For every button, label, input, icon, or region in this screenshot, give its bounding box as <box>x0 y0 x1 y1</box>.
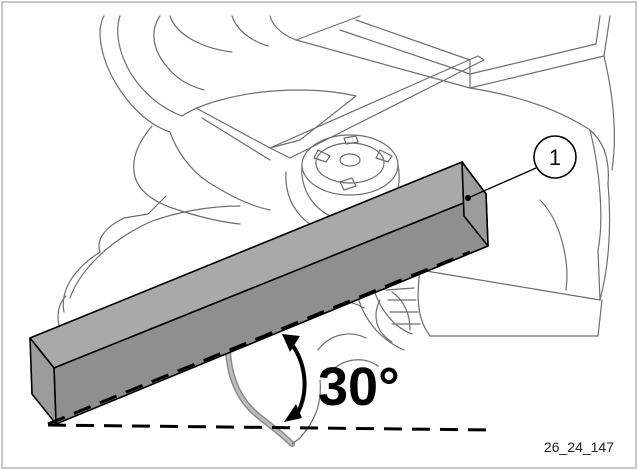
callout-circle-icon <box>533 135 577 179</box>
machine-sketch <box>57 15 616 373</box>
square-beam <box>29 161 489 425</box>
angle-arrow-icon <box>282 334 307 422</box>
angled-reference-line <box>47 250 471 426</box>
callout-number: 1 <box>549 145 561 170</box>
angle-label: 30° <box>318 357 400 417</box>
beam-right-end <box>461 161 489 247</box>
callout-leader-line <box>467 167 537 199</box>
strap-end <box>291 379 321 445</box>
callout-anchor-dot <box>465 195 471 201</box>
figure-id: 26_24_147 <box>544 439 614 455</box>
horizontal-reference-line <box>47 423 495 432</box>
strap-highlight <box>226 350 294 446</box>
